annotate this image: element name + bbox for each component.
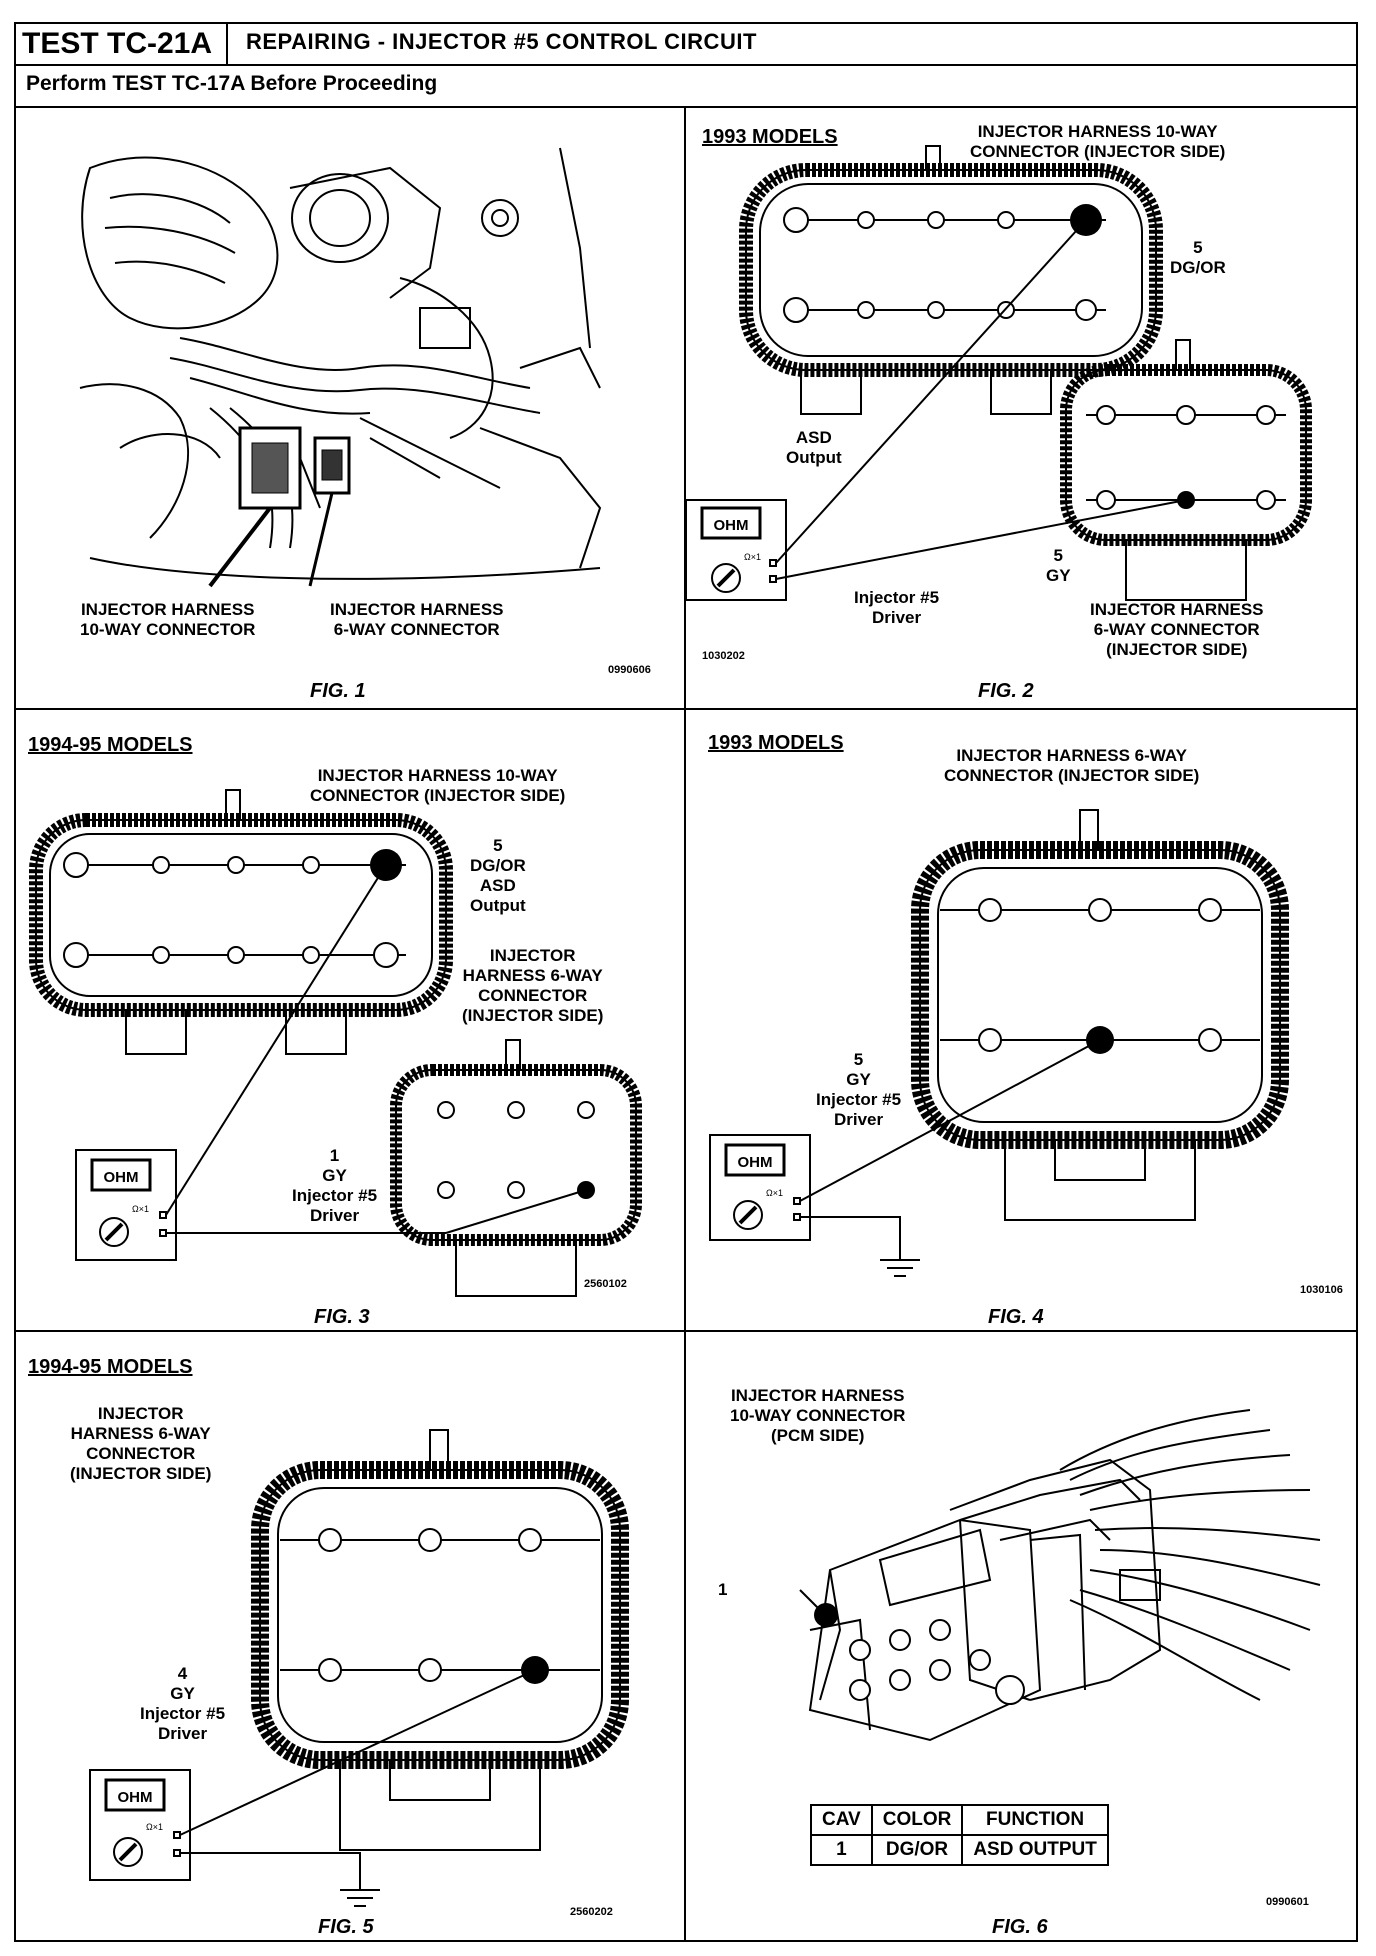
table-cell-cav: 1 [810,1834,873,1866]
fig2-code: 1030202 [702,650,745,662]
fig3-code: 2560102 [584,1278,627,1290]
fig6-callout: 1 [718,1580,728,1599]
fig2-meter-label: OHM [714,517,749,534]
fig2-caption: FIG. 2 [978,680,1034,702]
fig6-cavity-table: CAV COLOR FUNCTION 1 DG/OR ASD OUTPUT [810,1804,1109,1866]
fig2-model: 1993 MODELS [702,126,838,148]
fig4-model: 1993 MODELS [708,732,844,754]
row-divider-2 [14,1330,1358,1332]
fig1-caption: FIG. 1 [310,680,366,702]
test-title: REPAIRING - INJECTOR #5 CONTROL CIRCUIT [246,29,757,54]
table-header-color: COLOR [870,1804,964,1836]
fig2-meter-range: Ω×1 [744,552,761,562]
header-row [14,22,1358,66]
fig3-model: 1994-95 MODELS [28,734,193,756]
fig4-code: 1030106 [1300,1284,1343,1296]
test-id: TEST TC-21A [14,22,228,66]
row-divider-1 [14,708,1358,710]
prerequisite-row [14,66,1358,108]
fig1-code: 0990606 [608,664,651,676]
page-frame [14,22,1358,1942]
fig6-caption: FIG. 6 [992,1916,1048,1938]
fig5-caption: FIG. 5 [318,1916,374,1938]
table-cell-color: DG/OR [870,1834,964,1866]
fig4-meter-label: OHM [738,1154,773,1171]
table-header-row: CAV COLOR FUNCTION [810,1804,1109,1836]
fig6-code: 0990601 [1266,1896,1309,1908]
fig5-diagram: OHM Ω×1 [89,1429,629,1907]
fig5-model: 1994-95 MODELS [28,1356,193,1378]
fig6-connector-illustration [799,1409,1321,1742]
fig3-meter-range: Ω×1 [132,1204,149,1214]
fig5-meter-label: OHM [118,1789,153,1806]
fig5-meter-range: Ω×1 [146,1822,163,1832]
fig2-diagram: OHM Ω×1 [685,145,1312,601]
fig5-code: 2560202 [570,1906,613,1918]
table-header-cav: CAV [810,1804,873,1836]
fig3-diagram: OHM Ω×1 [29,789,642,1297]
table-header-function: FUNCTION [961,1804,1109,1836]
column-divider [684,108,686,1942]
table-cell-function: ASD OUTPUT [961,1834,1109,1866]
fig4-caption: FIG. 4 [988,1306,1044,1328]
fig4-meter-range: Ω×1 [766,1188,783,1198]
table-row: 1 DG/OR ASD OUTPUT [810,1834,1109,1866]
fig4-diagram: OHM Ω×1 [709,809,1289,1277]
fig3-caption: FIG. 3 [314,1306,370,1328]
prerequisite-note: Perform TEST TC-17A Before Proceeding [26,72,438,95]
fig3-meter-label: OHM [104,1169,139,1186]
engine-illustration [79,147,602,588]
